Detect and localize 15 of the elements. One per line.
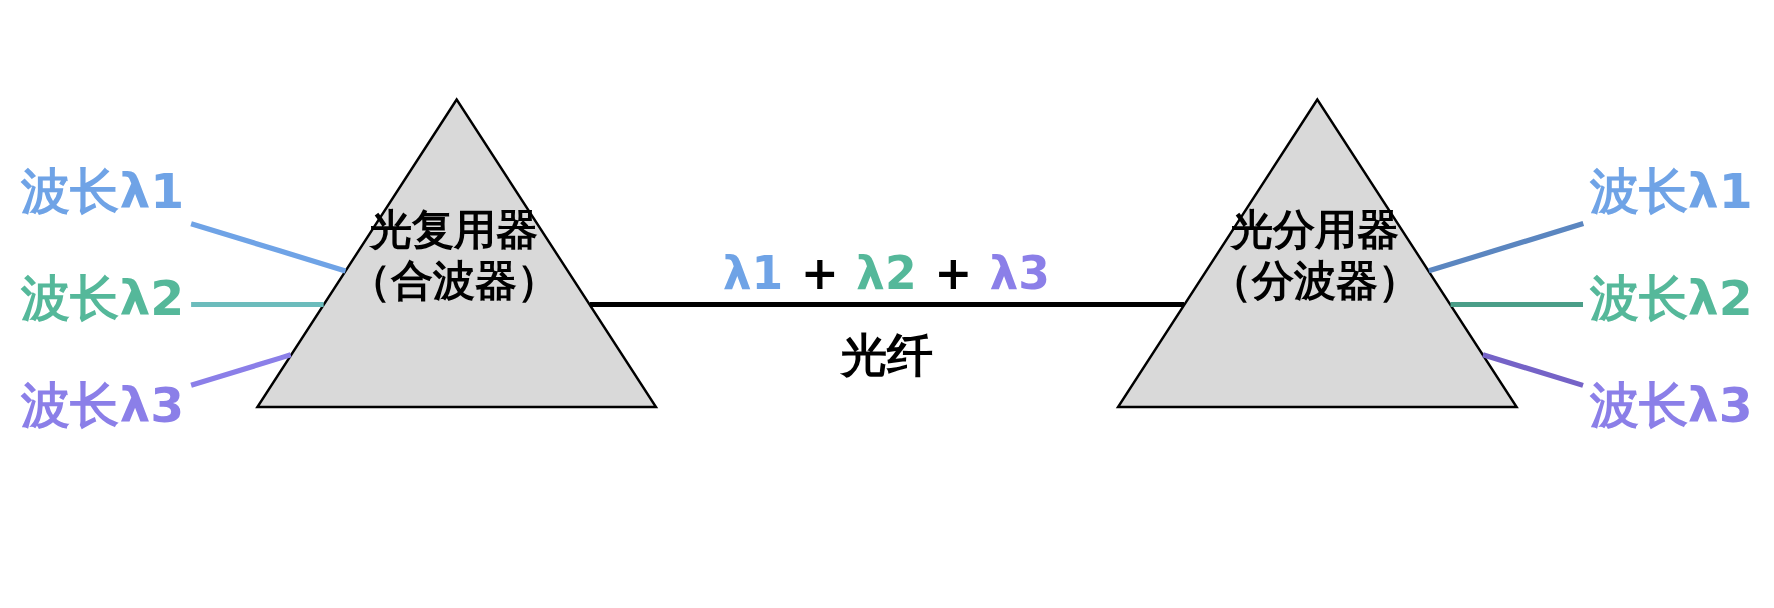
node-text: 波长λ1 (21, 162, 185, 220)
node-text: 波长λ3 (21, 376, 185, 434)
connector (190, 220, 347, 273)
label: 光纤 (841, 328, 934, 382)
node-text: 波长λ3 (1589, 376, 1753, 434)
connector (1450, 301, 1583, 307)
connector (589, 301, 1184, 307)
node-text: 波长λ2 (1589, 269, 1753, 327)
connector (191, 301, 324, 307)
connector (1482, 351, 1584, 388)
connector (190, 351, 292, 388)
node-text: 波长λ1 (1589, 162, 1753, 220)
edge-label: λ1 + λ2 + λ3 (722, 246, 1051, 300)
connector (1428, 220, 1585, 273)
node-text: 波长λ2 (21, 269, 185, 327)
